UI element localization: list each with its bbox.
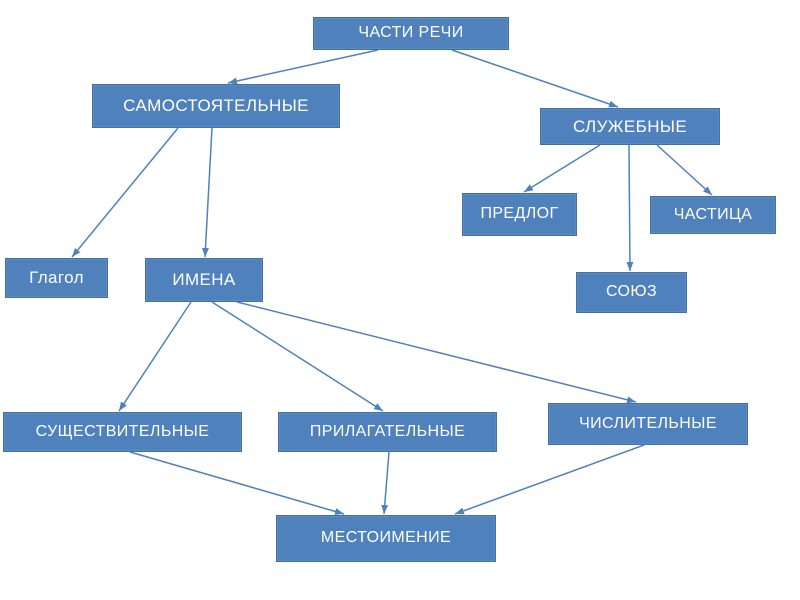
edge-independent-to-names xyxy=(201,127,213,258)
edge-numerals-to-pronoun xyxy=(454,444,645,515)
node-label: СЛУЖЕБНЫЕ xyxy=(572,116,688,136)
node-label: ЧИСЛИТЕЛЬНЫЕ xyxy=(579,414,717,432)
node-pronoun: МЕСТОИМЕНИЕ xyxy=(276,515,496,562)
node-label: ИМЕНА xyxy=(172,270,236,290)
node-label: Глагол xyxy=(29,268,84,288)
edge-names-to-numerals xyxy=(236,301,637,404)
node-particle: ЧАСТИЦА xyxy=(650,196,776,234)
edge-adjectives-to-pronoun xyxy=(381,451,390,515)
edge-parts-of-speech-to-auxiliary xyxy=(451,49,619,108)
node-nouns: СУЩЕСТВИТЕЛЬНЫЕ xyxy=(3,412,242,452)
node-verb: Глагол xyxy=(5,258,108,298)
node-adjectives: ПРИЛАГАТЕЛЬНЫЕ xyxy=(278,412,497,452)
edge-auxiliary-to-particle xyxy=(656,144,713,196)
node-auxiliary: СЛУЖЕБНЫЕ xyxy=(540,108,720,145)
node-preposition: ПРЕДЛОГ xyxy=(462,193,577,236)
node-label: ПРИЛАГАТЕЛЬНЫЕ xyxy=(309,422,466,440)
node-label: ЧАСТИ РЕЧИ xyxy=(358,24,464,42)
node-label: МЕСТОИМЕНИЕ xyxy=(320,529,452,547)
node-label: ЧАСТИЦА xyxy=(673,205,753,223)
node-parts-of-speech: ЧАСТИ РЕЧИ xyxy=(313,17,509,50)
edge-parts-of-speech-to-independent xyxy=(227,49,379,85)
node-label: САМОСТОЯТЕЛЬНЫЕ xyxy=(123,96,309,116)
node-label: СУЩЕСТВИТЕЛЬНЫЕ xyxy=(35,422,210,440)
node-label: СОЮЗ xyxy=(605,283,658,301)
node-conjunction: СОЮЗ xyxy=(576,272,687,313)
edge-independent-to-verb xyxy=(71,127,179,258)
edge-names-to-adjectives xyxy=(211,301,384,412)
edge-auxiliary-to-preposition xyxy=(523,144,601,193)
node-independent: САМОСТОЯТЕЛЬНЫЕ xyxy=(92,84,340,128)
edge-auxiliary-to-conjunction xyxy=(626,144,634,272)
node-names: ИМЕНА xyxy=(145,258,263,302)
edge-names-to-nouns xyxy=(118,301,192,412)
node-numerals: ЧИСЛИТЕЛЬНЫЕ xyxy=(548,403,748,445)
edge-nouns-to-pronoun xyxy=(129,451,345,515)
node-label: ПРЕДЛОГ xyxy=(480,205,559,223)
